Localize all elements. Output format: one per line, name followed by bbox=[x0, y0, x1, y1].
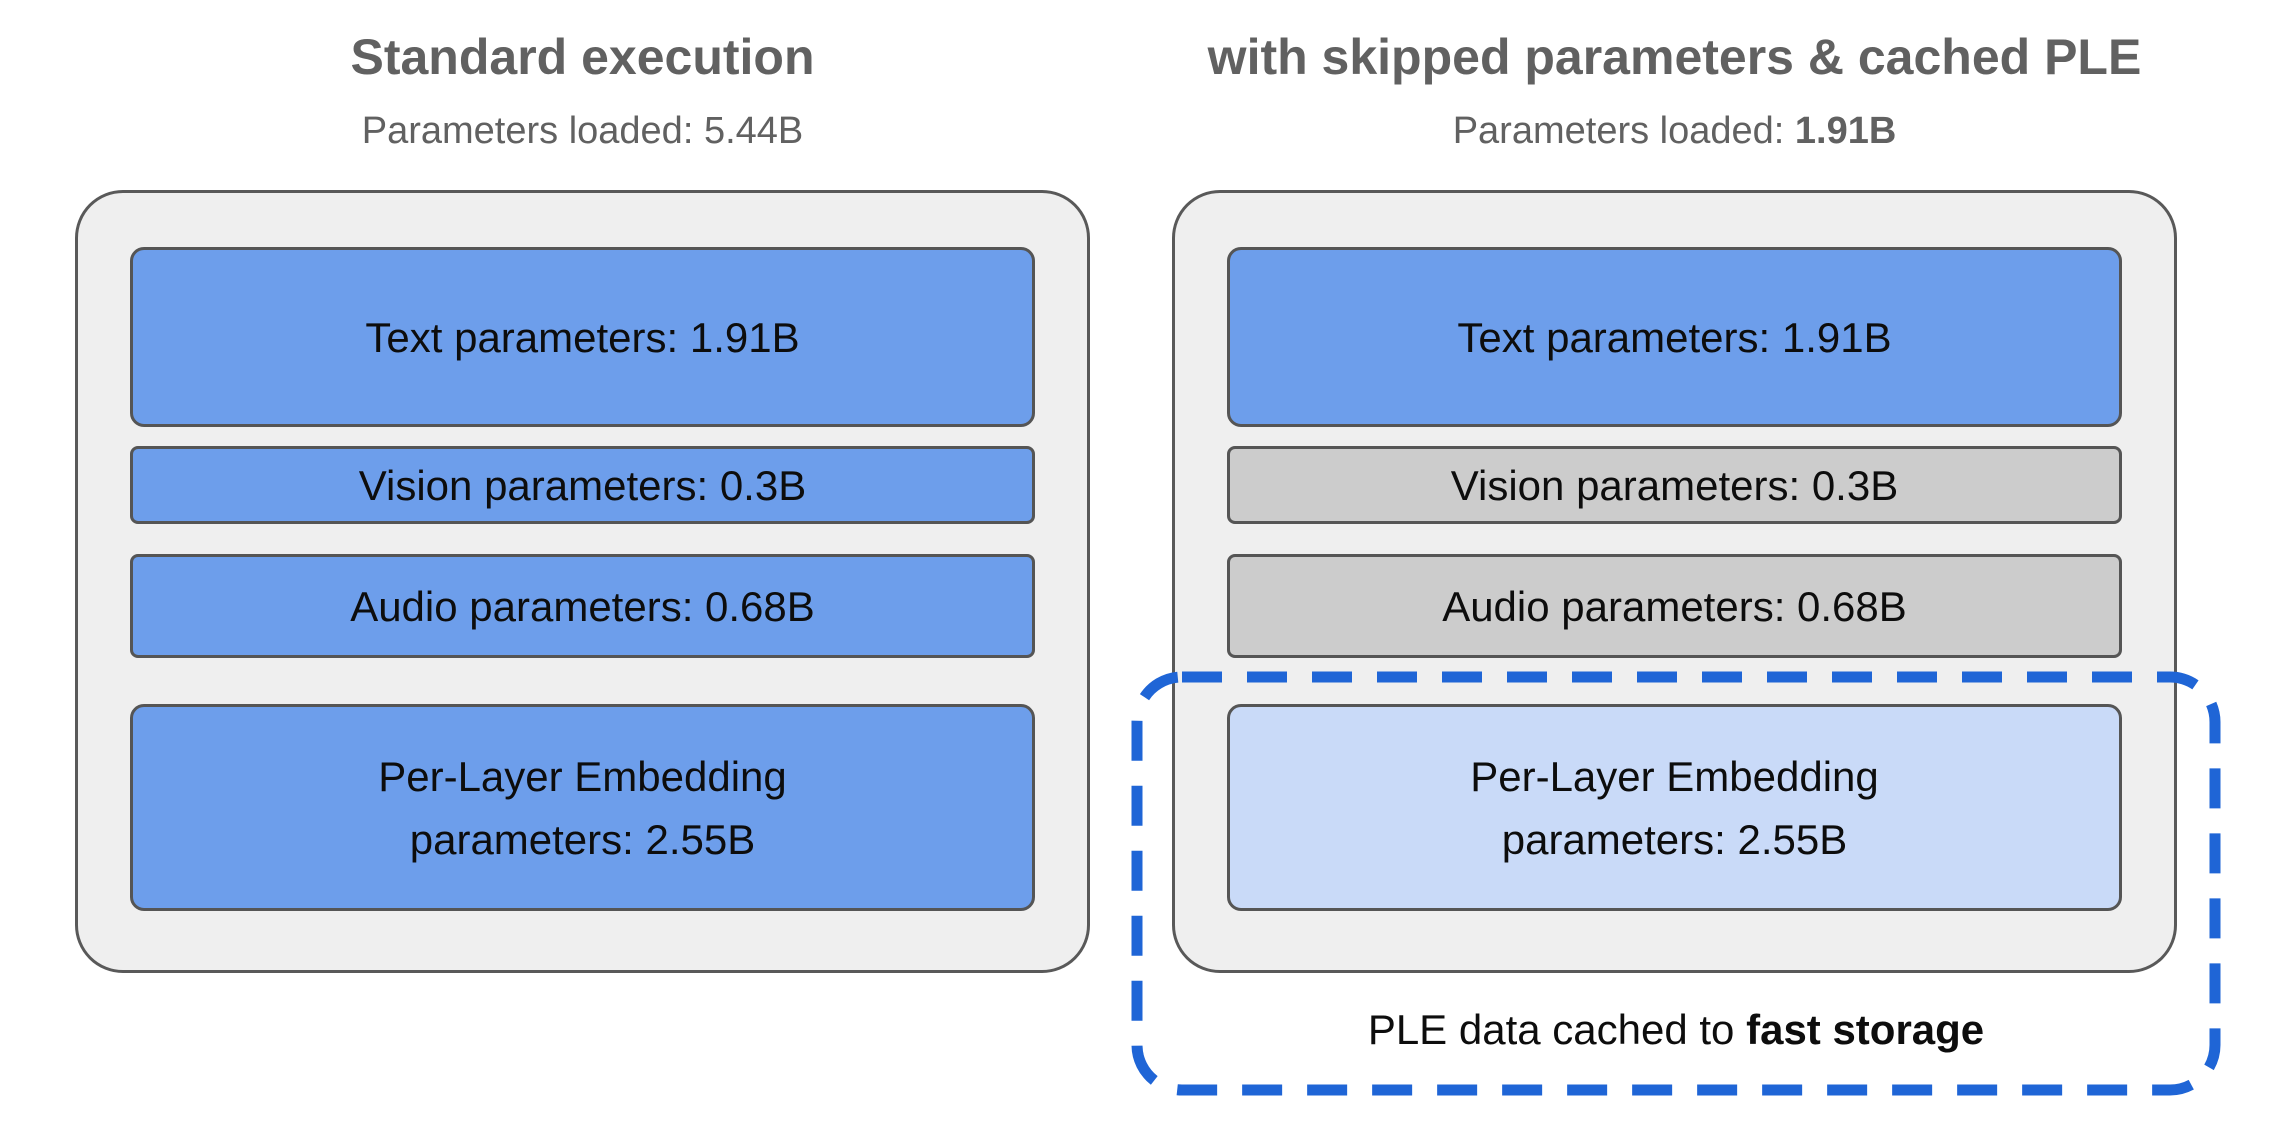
right-parameters-loaded-label: Parameters loaded: bbox=[1452, 110, 1795, 152]
left-per-layer-embedding-box: Per-Layer Embedding parameters: 2.55B bbox=[130, 704, 1035, 911]
left-vision-parameters-box: Vision parameters: 0.3B bbox=[130, 446, 1035, 524]
right-audio-parameters-label: Audio parameters: 0.68B bbox=[1442, 582, 1907, 630]
left-audio-parameters-label: Audio parameters: 0.68B bbox=[350, 582, 815, 630]
left-audio-parameters-box: Audio parameters: 0.68B bbox=[130, 554, 1035, 658]
left-ple-label-line1: Per-Layer Embedding bbox=[378, 752, 787, 800]
left-panel-title: Standard execution bbox=[350, 29, 815, 85]
left-panel-subtitle: Parameters loaded: 5.44B bbox=[75, 108, 1090, 154]
right-text-parameters-box: Text parameters: 1.91B bbox=[1227, 247, 2122, 427]
ple-cache-caption-bold: fast storage bbox=[1746, 1006, 1985, 1053]
right-panel-title: with skipped parameters & cached PLE bbox=[1207, 29, 2142, 85]
right-parameters-loaded-value: 1.91B bbox=[1794, 110, 1897, 152]
left-ple-label-line2: parameters: 2.55B bbox=[409, 815, 756, 863]
right-audio-parameters-box-skipped: Audio parameters: 0.68B bbox=[1227, 554, 2122, 658]
left-parameters-loaded-label: Parameters loaded: bbox=[361, 110, 704, 152]
right-model-container: Text parameters: 1.91B Vision parameters… bbox=[1172, 190, 2177, 973]
right-ple-label-line1: Per-Layer Embedding bbox=[1470, 752, 1879, 800]
right-text-parameters-label: Text parameters: 1.91B bbox=[1457, 313, 1892, 361]
left-model-container: Text parameters: 1.91B Vision parameters… bbox=[75, 190, 1090, 973]
left-parameters-loaded-value: 5.44B bbox=[703, 110, 804, 152]
left-text-parameters-label: Text parameters: 1.91B bbox=[365, 313, 800, 361]
ple-cache-caption: PLE data cached to fast storage bbox=[1137, 1006, 2215, 1054]
right-ple-label-line2: parameters: 2.55B bbox=[1501, 815, 1848, 863]
right-vision-parameters-box-skipped: Vision parameters: 0.3B bbox=[1227, 446, 2122, 524]
ple-cache-caption-label: PLE data cached to bbox=[1367, 1006, 1747, 1053]
left-vision-parameters-label: Vision parameters: 0.3B bbox=[358, 461, 807, 509]
right-per-layer-embedding-box-cached: Per-Layer Embedding parameters: 2.55B bbox=[1227, 704, 2122, 911]
left-text-parameters-box: Text parameters: 1.91B bbox=[130, 247, 1035, 427]
right-panel-subtitle: Parameters loaded: 1.91B bbox=[1172, 108, 2177, 154]
right-vision-parameters-label: Vision parameters: 0.3B bbox=[1450, 461, 1899, 509]
